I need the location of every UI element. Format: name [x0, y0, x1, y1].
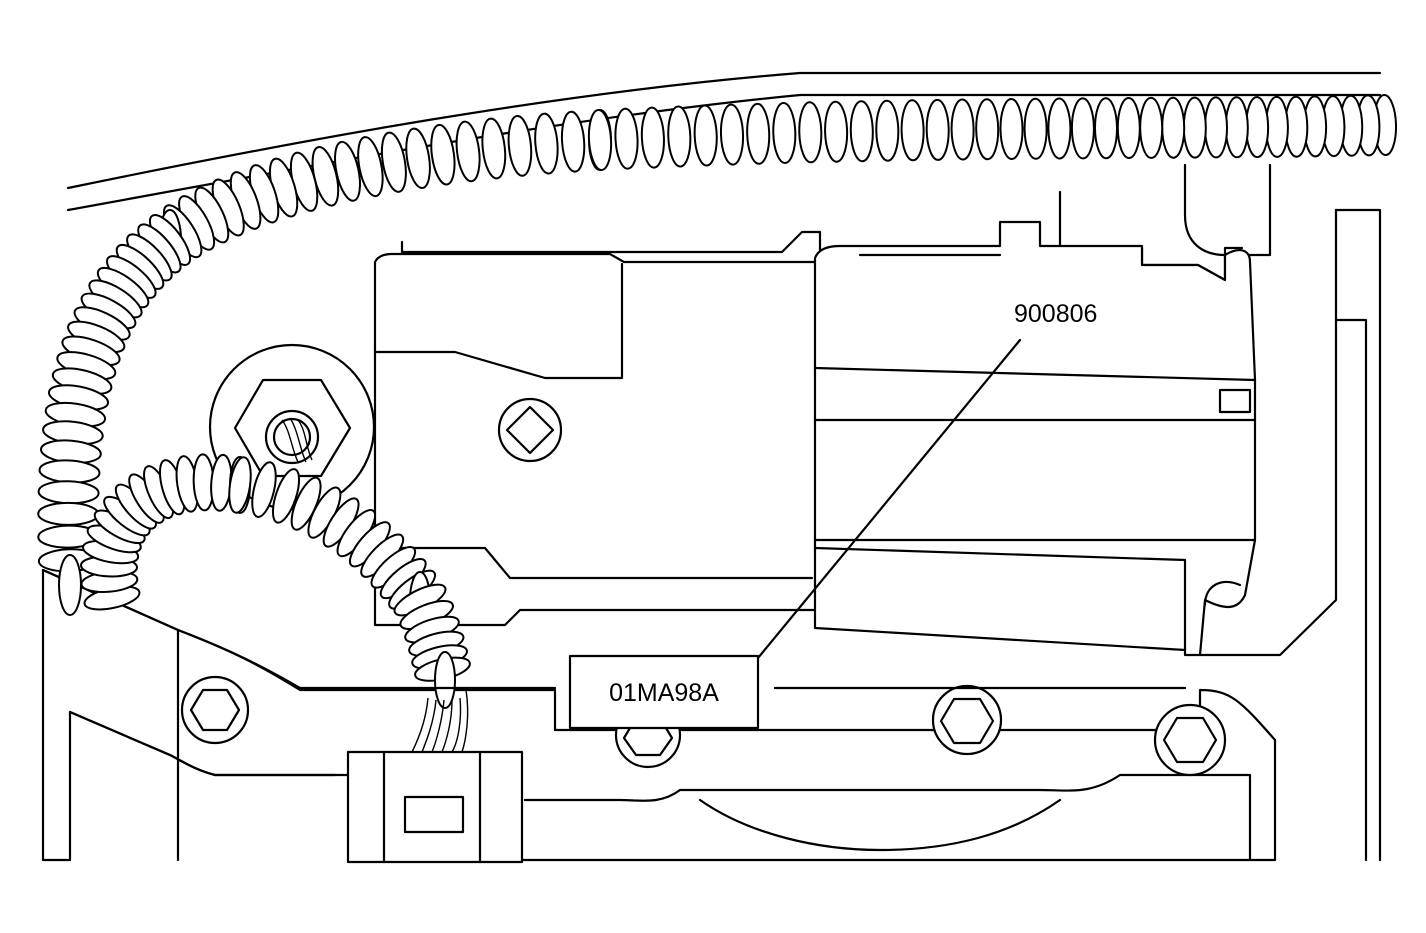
- conduit-rib: [693, 104, 718, 167]
- conduit-rib: [434, 651, 456, 709]
- conduit-rib: [587, 109, 613, 171]
- electrical-connector: [346, 750, 524, 864]
- part-number-backing: [1000, 294, 1125, 334]
- conduit-rib: [37, 480, 100, 505]
- hex-bolt-far-right: [1153, 703, 1227, 777]
- wiring-harness-conduit: [37, 94, 1398, 616]
- conduit-rib: [824, 100, 849, 163]
- conduit-rib: [849, 100, 874, 163]
- conduit-rib: [1182, 96, 1207, 159]
- conduit-rib: [430, 123, 456, 186]
- hex-bolt-right: [931, 684, 1003, 756]
- hex-bolt-left: [180, 675, 250, 745]
- part-number-label: 900806: [1014, 300, 1097, 328]
- conduit-rib: [1070, 97, 1095, 160]
- conduit-rib: [1224, 96, 1249, 159]
- conduit-rib: [875, 99, 900, 162]
- conduit-rib: [798, 101, 823, 164]
- conduit-rib: [228, 456, 252, 514]
- conduit-rib: [560, 110, 586, 173]
- conduit-rib: [746, 102, 771, 165]
- ref-code-box: [568, 654, 760, 730]
- conduit-rib: [772, 102, 797, 164]
- conduit-rib: [925, 98, 950, 161]
- conduit-rib: [1023, 97, 1048, 160]
- conduit-rib: [900, 99, 925, 162]
- conduit-rib: [1093, 97, 1119, 160]
- conduit-rib: [37, 501, 100, 526]
- conduit-rib: [999, 98, 1024, 160]
- conduit-rib: [405, 127, 431, 189]
- conduit-rib: [975, 98, 1000, 161]
- mounting-plate: [41, 568, 1277, 862]
- conduit-rib: [1116, 97, 1141, 159]
- conduit-rib: [1203, 96, 1229, 159]
- conduit-rib: [380, 131, 407, 193]
- conduit-rib: [950, 98, 975, 161]
- harness-wires: [411, 689, 469, 753]
- square-stud-icon: [505, 405, 555, 455]
- conduit-rib: [719, 103, 745, 166]
- conduit-rib: [507, 115, 533, 177]
- conduit-rib: [271, 468, 301, 524]
- conduit-rib: [58, 554, 82, 616]
- conduit-rib: [455, 120, 481, 183]
- connector-latch: [403, 795, 465, 834]
- conduit-rib: [481, 117, 507, 180]
- conduit-rib: [251, 461, 277, 518]
- connector-bracket: [373, 230, 822, 627]
- connector-housing: [813, 220, 1257, 657]
- conduit-rib: [357, 136, 384, 198]
- conduit-rib: [1139, 96, 1164, 159]
- leader-line-part-number: [756, 338, 1022, 660]
- conduit-rib: [1047, 97, 1072, 160]
- conduit-rib: [1161, 96, 1186, 159]
- conduit-rib: [614, 107, 639, 170]
- branch-harness-conduit: [80, 453, 471, 709]
- conduit-rib: [667, 105, 692, 168]
- conduit-rib: [534, 112, 559, 175]
- ref-code-label: 01MA98A: [609, 679, 719, 707]
- conduit-rib: [1245, 96, 1270, 159]
- conduit-rib: [640, 106, 665, 169]
